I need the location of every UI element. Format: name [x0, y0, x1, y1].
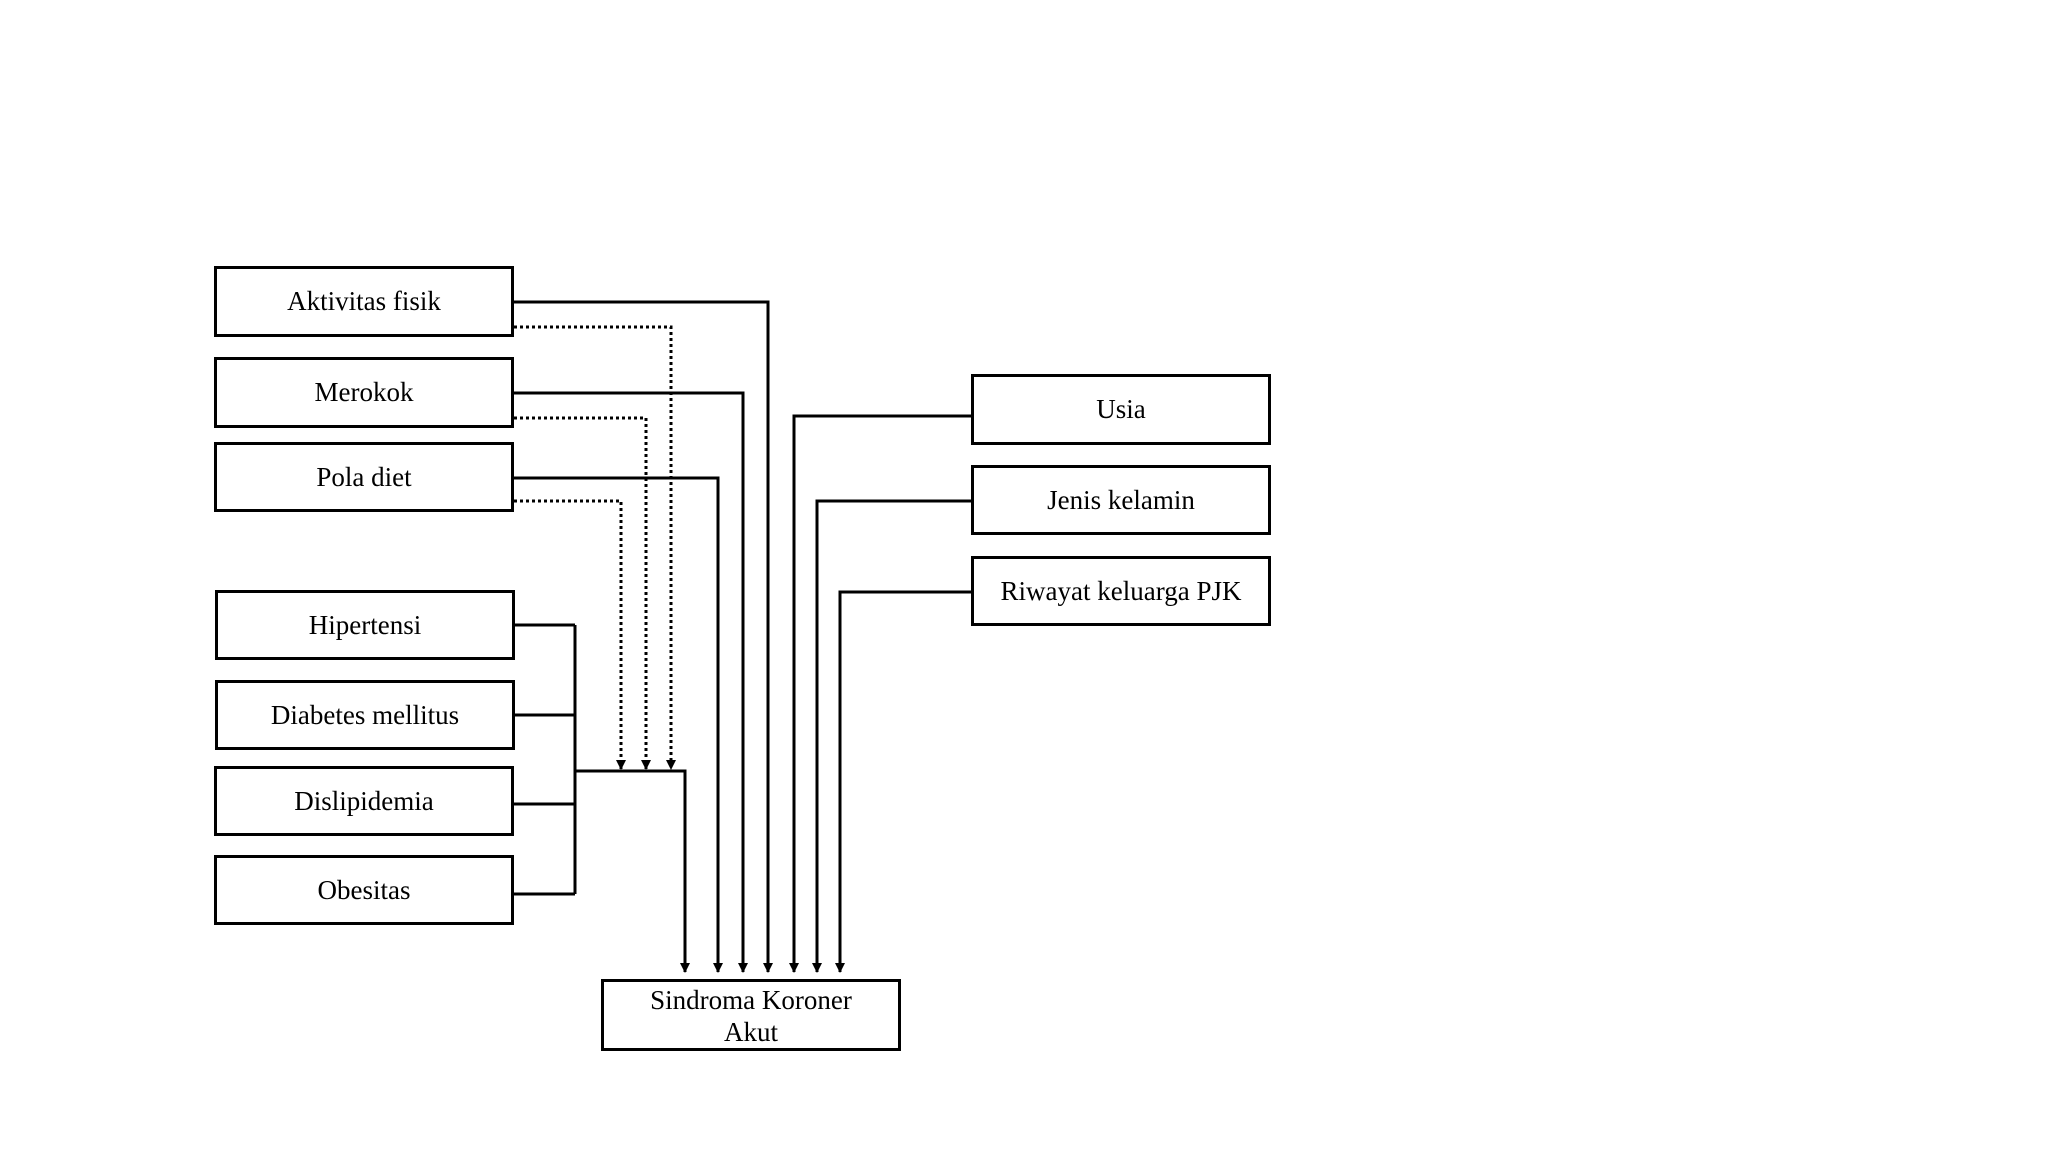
node-riwayat-keluarga-pjk: Riwayat keluarga PJK: [971, 556, 1271, 626]
node-label: Riwayat keluarga PJK: [1000, 575, 1242, 606]
node-dislipidemia: Dislipidemia: [214, 766, 514, 836]
node-merokok: Merokok: [214, 357, 514, 428]
outcome-label-line2: Akut: [724, 1017, 778, 1047]
node-sindroma-koroner-akut: Sindroma Koroner Akut: [601, 979, 901, 1051]
node-diabetes-mellitus: Diabetes mellitus: [215, 680, 515, 750]
dotted-edge-merokok: [514, 416, 651, 770]
node-pola-diet: Pola diet: [214, 442, 514, 512]
edge-clinical-to-outcome: [575, 769, 690, 973]
edge-aktivitas-to-outcome: [514, 300, 773, 973]
dotted-edge-aktivitas: [514, 325, 676, 770]
edge-merokok-to-outcome: [514, 391, 748, 973]
edge-jenis-to-outcome: [812, 499, 971, 973]
node-usia: Usia: [971, 374, 1271, 445]
edge-usia-to-outcome: [789, 414, 971, 973]
node-label: Diabetes mellitus: [270, 699, 460, 730]
node-label: Usia: [1096, 394, 1146, 425]
edge-pola-to-outcome: [514, 476, 723, 973]
node-label: Merokok: [314, 377, 414, 408]
node-obesitas: Obesitas: [214, 855, 514, 925]
node-label: Hipertensi: [308, 609, 422, 640]
node-label: Dislipidemia: [294, 785, 434, 816]
node-aktivitas-fisik: Aktivitas fisik: [214, 266, 514, 337]
node-jenis-kelamin: Jenis kelamin: [971, 465, 1271, 535]
outcome-label-line1: Sindroma Koroner: [650, 984, 852, 1015]
node-hipertensi: Hipertensi: [215, 590, 515, 660]
node-label: Obesitas: [317, 874, 411, 905]
node-label: Jenis kelamin: [1047, 484, 1195, 515]
dotted-edge-pola: [514, 499, 626, 770]
node-label: Pola diet: [316, 461, 412, 492]
edge-riwayat-to-outcome: [835, 590, 971, 973]
node-label: Aktivitas fisik: [287, 286, 441, 317]
